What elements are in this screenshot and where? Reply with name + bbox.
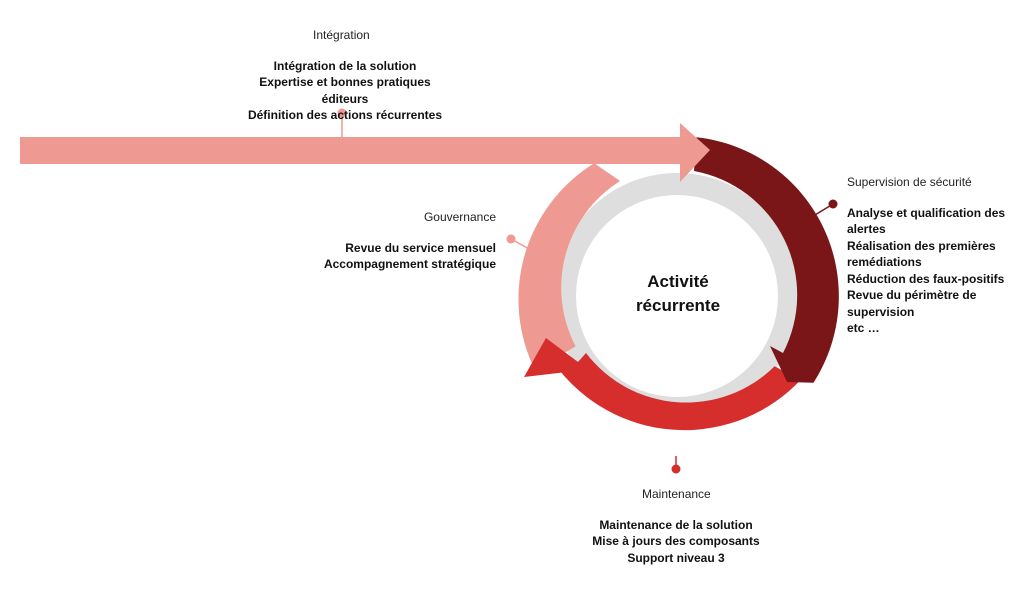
supervision-line: remédiations (847, 255, 922, 269)
supervision-line: Revue du périmètre de (847, 288, 977, 302)
supervision-dot (828, 199, 838, 209)
governance-dot (506, 234, 516, 244)
governance-block: Gouvernance Revue du service mensuel Acc… (320, 209, 496, 273)
maintenance-dot (671, 464, 681, 474)
supervision-line: Réalisation des premières (847, 238, 996, 253)
supervision-arrow (694, 137, 839, 383)
center-label-line2: récurrente (635, 296, 721, 315)
integration-line: Définition des actions récurrentes (247, 108, 443, 122)
governance-line: Revue du service mensuel (345, 240, 496, 255)
governance-heading: Gouvernance (423, 210, 496, 224)
integration-arrow (20, 123, 710, 182)
integration-line: Intégration de la solution (273, 58, 417, 73)
supervision-line: supervision (847, 304, 915, 319)
maintenance-lines: Maintenance de la solution Mise à jours … (576, 517, 776, 567)
integration-block: Intégration Intégration de la solution E… (240, 27, 450, 124)
integration-line: Expertise et bonnes pratiques éditeurs (259, 75, 431, 106)
center-label-line1: Activité (647, 272, 709, 291)
supervision-line: Réduction des faux-positifs (847, 271, 1005, 286)
integration-heading: Intégration (313, 28, 370, 42)
maintenance-block: Maintenance Maintenance de la solution M… (576, 486, 776, 566)
maintenance-line: Support niveau 3 (627, 550, 725, 565)
integration-dot (337, 108, 347, 118)
governance-line: Accompagnement stratégique (323, 257, 496, 271)
supervision-line: etc … (847, 321, 880, 335)
maintenance-line: Mise à jours des composants (592, 534, 760, 548)
governance-lines: Revue du service mensuel Accompagnement … (320, 240, 496, 273)
maintenance-line: Maintenance de la solution (599, 517, 753, 532)
supervision-line: alertes (847, 222, 886, 236)
supervision-line: Analyse et qualification des (847, 205, 1006, 220)
supervision-lines: Analyse et qualification des alertes Réa… (847, 205, 1017, 337)
maintenance-heading: Maintenance (642, 487, 711, 501)
maintenance-arrow (524, 338, 801, 431)
center-label: Activité récurrente (578, 270, 778, 318)
integration-lines: Intégration de la solution Expertise et … (240, 58, 450, 124)
governance-arc (518, 163, 621, 371)
supervision-heading: Supervision de sécurité (847, 175, 972, 189)
supervision-block: Supervision de sécurité Analyse et quali… (847, 174, 1017, 337)
